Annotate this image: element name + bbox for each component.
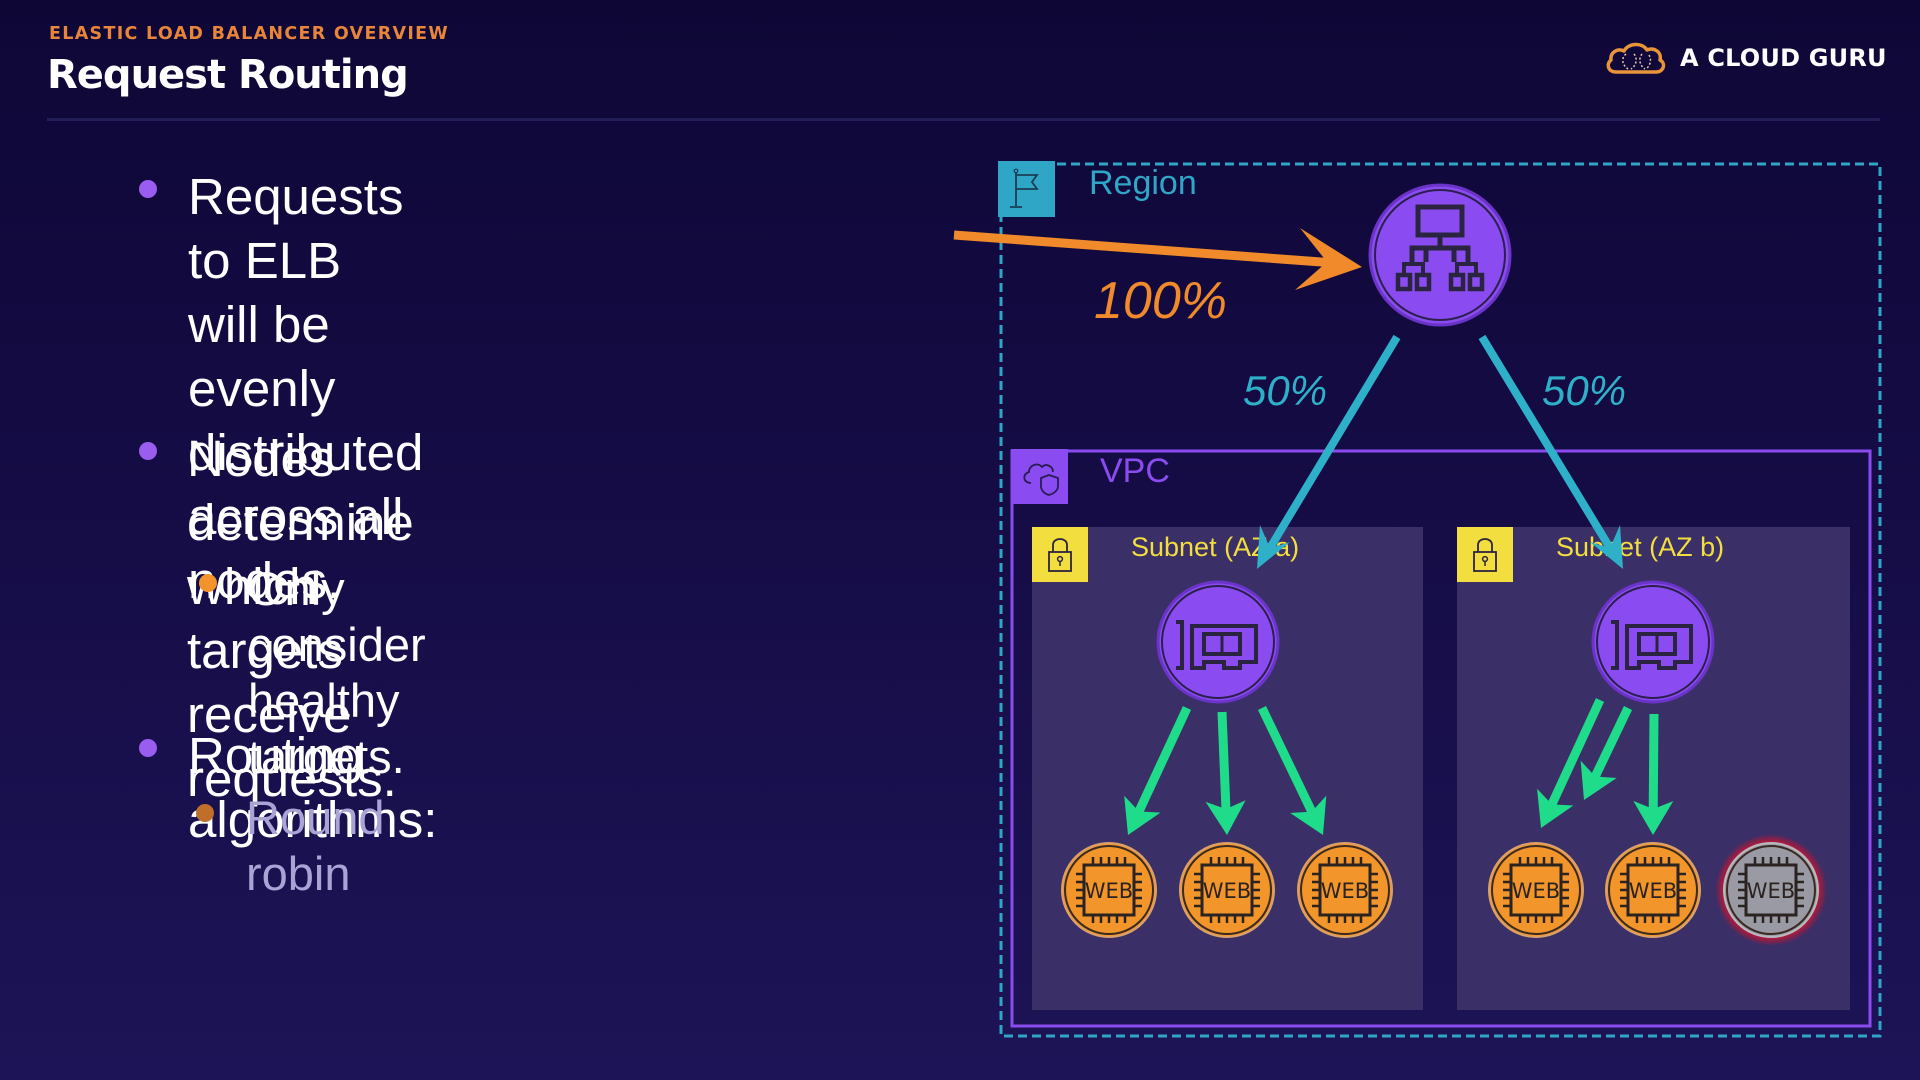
- split-percent-a: 50%: [1243, 367, 1327, 414]
- web-target-healthy: WEB: [1061, 842, 1157, 938]
- web-target-healthy: WEB: [1179, 842, 1275, 938]
- web-target-label: WEB: [1203, 879, 1251, 903]
- web-target-healthy: WEB: [1488, 842, 1584, 938]
- web-target-label: WEB: [1321, 879, 1369, 903]
- bullet-dot: [139, 180, 157, 198]
- lock-icon: [1457, 527, 1513, 582]
- incoming-percent: 100%: [1094, 272, 1227, 330]
- web-target-label: WEB: [1747, 879, 1795, 903]
- chip-icon: [1312, 857, 1378, 923]
- vpc-boundary: [1010, 449, 1872, 1028]
- bullet-dot: [139, 739, 157, 757]
- web-target-healthy: WEB: [1297, 842, 1393, 938]
- web-target-label: WEB: [1512, 879, 1560, 903]
- bullet-2-line-2: targets receive requests.: [187, 622, 397, 807]
- target-arrow: [1205, 711, 1246, 835]
- section-eyebrow: ELASTIC LOAD BALANCER OVERVIEW: [49, 24, 450, 44]
- sub-bullet-dot: [199, 574, 217, 592]
- bullet-dot: [139, 442, 157, 460]
- target-arrows: [1124, 698, 1674, 835]
- sub-bullet-round-robin-text: Round robin: [246, 791, 385, 900]
- cloud-shield-icon: [1011, 449, 1068, 504]
- network-card-icon: [1591, 580, 1715, 704]
- vpc-label: VPC: [1100, 452, 1170, 490]
- flag-icon: [998, 161, 1055, 217]
- target-arrow: [1580, 706, 1633, 800]
- split-percent-b: 50%: [1542, 367, 1626, 414]
- target-arrow: [1633, 713, 1674, 835]
- brand-logo: A CLOUD GURU: [1604, 38, 1887, 78]
- target-arrow: [1257, 706, 1327, 835]
- network-card-icon: [1156, 580, 1280, 704]
- bullet-2: Nodes determine which targets receive re…: [187, 427, 414, 811]
- targets: WEB WEB WEB WEB WEB WEB: [1061, 834, 1827, 946]
- sub-bullet-round-robin: Round robin: [246, 790, 385, 902]
- chip-icon: [1620, 857, 1686, 923]
- split-arrow-a: [1257, 334, 1401, 569]
- region-label: Region: [1089, 164, 1197, 202]
- target-arrow: [1124, 706, 1192, 835]
- lock-icon: [1032, 527, 1088, 582]
- web-target-label: WEB: [1085, 879, 1133, 903]
- web-target-healthy: WEB: [1605, 842, 1701, 938]
- sub-bullet-line-1: Only consider healthy: [248, 562, 426, 727]
- load-balancer-icon: [1368, 183, 1512, 327]
- sub-bullet-healthy: Only consider healthy targets.: [248, 561, 426, 785]
- brand-name: A CLOUD GURU: [1680, 44, 1887, 72]
- bullet-1-line-1: Requests to ELB will be: [188, 168, 404, 353]
- chip-icon: [1738, 857, 1804, 923]
- sub-bullet-line-2: targets.: [248, 730, 405, 783]
- header-divider: [47, 118, 1880, 121]
- chip-icon: [1503, 857, 1569, 923]
- subnet-b-label: Subnet (AZ b): [1556, 532, 1724, 562]
- region-boundary: [999, 162, 1882, 1038]
- chip-icon: [1194, 857, 1260, 923]
- bullet-1: Requests to ELB will be evenly distribut…: [188, 165, 423, 613]
- page-title: Request Routing: [47, 52, 409, 98]
- bullet-3-line-1: Routing algorithms:: [188, 727, 438, 848]
- web-target-label: WEB: [1629, 879, 1677, 903]
- web-target-unhealthy: WEB: [1715, 834, 1827, 946]
- incoming-traffic-arrow: [953, 228, 1362, 290]
- bullet-2-line-1: Nodes determine which: [187, 430, 414, 615]
- sub-bullet-dot: [196, 804, 214, 822]
- bullet-3: Routing algorithms:: [188, 724, 437, 852]
- split-arrow-b: [1478, 334, 1623, 569]
- cloud-logo-icon: [1606, 42, 1666, 74]
- bullet-1-line-2: evenly distributed across all: [188, 360, 424, 545]
- target-arrow: [1537, 698, 1605, 828]
- chip-icon: [1076, 857, 1142, 923]
